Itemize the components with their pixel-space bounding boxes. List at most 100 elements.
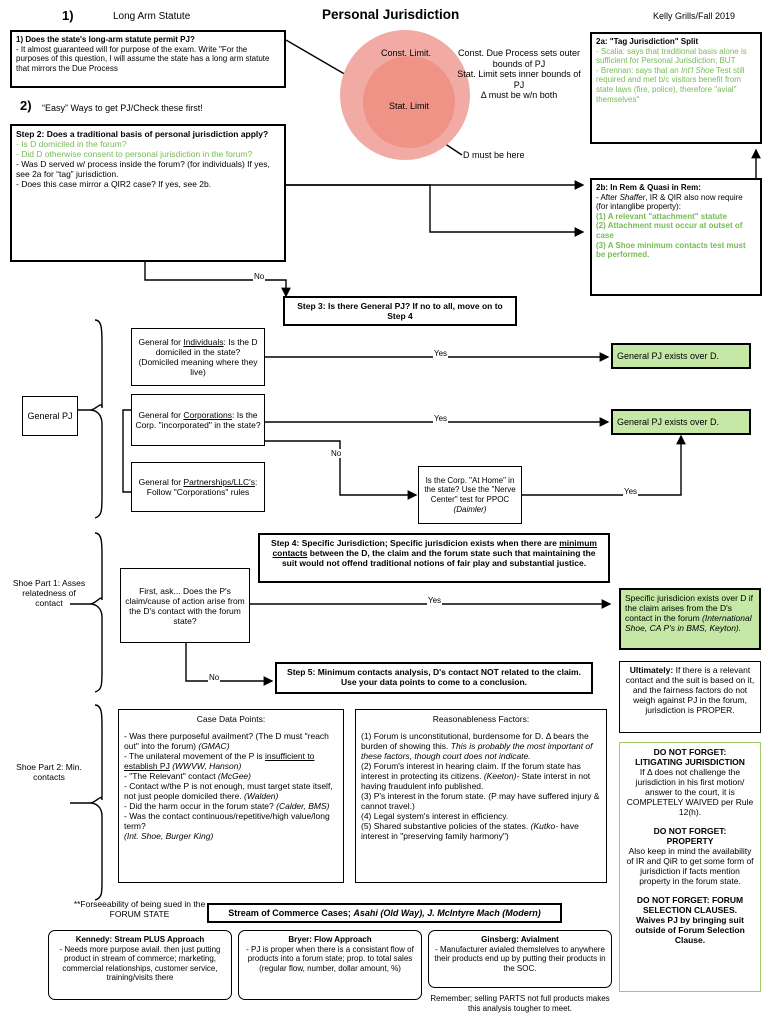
specific-jurisdiction-exists-box: Specific jurisdicion exists over D if th… <box>619 588 761 650</box>
rf-item-4: (5) Shared substantive policies of the s… <box>361 821 579 841</box>
case-data-points-box: Case Data Points: - Was there purposeful… <box>118 709 344 883</box>
first-ask-text: First, ask... Does the P's claim/cause o… <box>125 585 245 626</box>
kennedy-title: Kennedy: Stream PLUS Approach <box>75 935 205 944</box>
step2-box: Step 2: Does a traditional basis of pers… <box>10 124 286 262</box>
at-home-box: Is the Corp. "At Home" in the state? Use… <box>418 466 522 524</box>
long-arm-body: - It almost guaranteed will for purpose … <box>16 44 270 73</box>
in-rem-box: 2b: In Rem & Quasi in Rem: - After Shaff… <box>590 178 762 296</box>
edge-label-yes-athome: Yes <box>623 487 639 496</box>
cdp-item-2: - "The Relevant" contact (McGee) <box>124 771 251 781</box>
dnf-property-title-2: PROPERTY <box>666 836 714 846</box>
stream-of-commerce-text: Stream of Commerce Cases; Asahi (Old Way… <box>228 907 541 918</box>
rf-item-0: (1) Forum is unconstitutional, burdensom… <box>361 731 593 761</box>
step3-text: Step 3: Is there General PJ? If no to al… <box>297 301 503 321</box>
general-pj-exists-box-2: General PJ exists over D. <box>611 409 751 435</box>
breyer-title: Bryer: Flow Approach <box>288 935 372 944</box>
general-corporations-box: General for Corporations: Is the Corp. "… <box>131 394 265 446</box>
shoe-part-1-label: Shoe Part 1: Asses relatedness of contac… <box>12 578 86 608</box>
kennedy-approach-box: Kennedy: Stream PLUS Approach - Needs mo… <box>48 930 232 1000</box>
first-ask-box: First, ask... Does the P's claim/cause o… <box>120 568 250 643</box>
cdp-item-3: - Contact w/the P is not enough, must ta… <box>124 781 333 801</box>
rf-item-3: (4) Legal system's interest in efficienc… <box>361 811 509 821</box>
specific-jurisdiction-cites: (International Shoe, CA P's in BMS, Keyt… <box>625 613 752 633</box>
tag-split-scalia: - Scalia: says that traditional basis al… <box>596 46 747 66</box>
general-partnerships-text: General for Partnerships/LLC's: Follow "… <box>138 477 258 497</box>
section-title-2: “Easy” Ways to get PJ/Check these first! <box>42 103 203 113</box>
const-limit-label: Const. Limit. <box>380 48 431 58</box>
stream-of-commerce-box: Stream of Commerce Cases; Asahi (Old Way… <box>207 903 562 923</box>
in-rem-item-3: (3) A Shoe minimum contacts test must be… <box>596 240 746 260</box>
section-number-1: 1) <box>62 8 74 23</box>
step2-black-line-1: - Was D served w/ process inside the for… <box>16 159 270 179</box>
reasonableness-factors-box: Reasonableness Factors: (1) Forum is unc… <box>355 709 607 883</box>
ginsberg-approach-box: Ginsberg: Avialment - Manufacturer avial… <box>428 930 612 988</box>
shaffer-cite: Shaffer <box>619 192 646 202</box>
in-rem-shaffer-line: - After Shaffer, IR & QIR also now requi… <box>596 192 743 212</box>
general-individuals-text: General for Individuals: Is the D domici… <box>138 337 258 377</box>
step4-box: Step 4: Specific Jurisdiction; Specific … <box>258 533 610 583</box>
rf-item-1: (2) Forum's interest in hearing claim. I… <box>361 761 591 791</box>
long-arm-statute-box: 1) Does the state's long-arm statute per… <box>10 30 286 88</box>
edge-label-yes-corporations: Yes <box>433 414 449 423</box>
dnf-forum-title: DO NOT FORGET: FORUM SELECTION CLAUSES. <box>636 895 744 915</box>
forseeability-note: **Forseeability of being sued in the FOR… <box>73 899 206 919</box>
step2-title: Step 2: Does a traditional basis of pers… <box>16 129 269 139</box>
general-corporations-text: General for Corporations: Is the Corp. "… <box>135 410 261 430</box>
general-pj-label-box: General PJ <box>22 396 78 436</box>
in-rem-item-1: (1) A relevant "attachment" statute <box>596 211 728 221</box>
dnf-forum-body: Waives PJ by bringing suit outside of Fo… <box>635 915 745 945</box>
dnf-litigating-title-1: DO NOT FORGET: <box>653 747 727 757</box>
cdp-item-1: - The unilateral movement of the P is in… <box>124 751 315 771</box>
specific-jurisdiction-text: Specific jurisdicion exists over D if th… <box>625 593 754 633</box>
remember-parts-note: Remember; selling PARTS not full product… <box>430 994 610 1013</box>
at-home-text: Is the Corp. "At Home" in the state? Use… <box>424 475 516 504</box>
edge-label-no-firstask: No <box>208 673 221 682</box>
breyer-body: - PJ is proper when there is a consistan… <box>246 944 414 973</box>
d-must-be-here-label: D must be here <box>463 150 525 160</box>
do-not-forget-box: DO NOT FORGET: LITIGATING JURISDICTION I… <box>619 742 761 992</box>
dnf-property-title-1: DO NOT FORGET: <box>653 826 727 836</box>
tag-split-brennan: - Brennan: says that an Int'l Shoe Test … <box>596 65 745 104</box>
dnf-litigating-title-2: LITIGATING JURISDICTION <box>635 757 745 767</box>
tag-split-title: 2a: "Tag Jurisdiction" Split <box>596 37 699 46</box>
edge-label-yes-firstask: Yes <box>427 596 443 605</box>
intl-shoe-cite: Int'l Shoe <box>680 65 715 75</box>
cdp-item-4: - Did the harm occur in the forum state?… <box>124 801 330 811</box>
step3-box: Step 3: Is there General PJ? If no to al… <box>283 296 517 326</box>
general-pj-exists-text-2: General PJ exists over D. <box>617 416 720 427</box>
cdp-item-6: (Int. Shoe, Burger King) <box>124 831 214 841</box>
dnf-property-body: Also keep in mind the availability of IR… <box>626 846 754 886</box>
shoe-part-2-label: Shoe Part 2: Min. contacts <box>16 762 82 782</box>
general-individuals-box: General for Individuals: Is the D domici… <box>131 328 265 386</box>
general-pj-exists-box-1: General PJ exists over D. <box>611 343 751 369</box>
step4-text: Step 4: Specific Jurisdiction; Specific … <box>271 538 597 568</box>
ginsberg-body: - Manufacturer avialed themslelves to an… <box>434 944 606 973</box>
page-title: Personal Jurisdiction <box>322 7 460 22</box>
breyer-approach-box: Bryer: Flow Approach - PJ is proper when… <box>238 930 422 1000</box>
case-data-points-title: Case Data Points: <box>196 714 266 724</box>
ginsberg-title: Ginsberg: Avialment <box>481 935 559 944</box>
cdp-item-5: - Was the contact continuous/repetitive/… <box>124 811 330 831</box>
step2-green-line-1: - Is D domiciled in the forum? <box>16 139 127 149</box>
general-pj-exists-text-1: General PJ exists over D. <box>617 350 720 361</box>
step5-box: Step 5: Minimum contacts analysis, D's c… <box>275 662 593 694</box>
edge-label-no-step2: No <box>253 272 266 281</box>
long-arm-title: 1) Does the state's long-arm statute per… <box>16 35 195 44</box>
reasonableness-title: Reasonableness Factors: <box>432 714 530 724</box>
dnf-litigating-body: If Δ does not challenge the jurisdiction… <box>626 767 754 817</box>
tag-jurisdiction-box: 2a: "Tag Jurisdiction" Split - Scalia: s… <box>590 32 762 144</box>
cdp-item-0: - Was there purposeful availment? (The D… <box>124 731 329 751</box>
step2-green-line-2: - Did D otherwise consent to personal ju… <box>16 149 253 159</box>
daimler-cite: (Daimler) <box>453 504 487 514</box>
edge-label-yes-individuals: Yes <box>433 349 449 358</box>
section-title-1: Long Arm Statute <box>113 11 191 22</box>
stat-limit-label: Stat. Limit <box>388 101 429 111</box>
author-term: Kelly Grills/Fall 2019 <box>653 11 736 21</box>
venn-note: Const. Due Process sets outer bounds of … <box>457 48 581 101</box>
ultimately-text: Ultimately: If there is a relevant conta… <box>625 665 755 715</box>
rf-item-2: (3) P's interest in the forum state. (P … <box>361 791 600 811</box>
kennedy-body: - Needs more purpose aviail. then just p… <box>59 944 221 983</box>
stat-limit-circle <box>363 56 455 148</box>
section-number-2: 2) <box>20 98 32 113</box>
